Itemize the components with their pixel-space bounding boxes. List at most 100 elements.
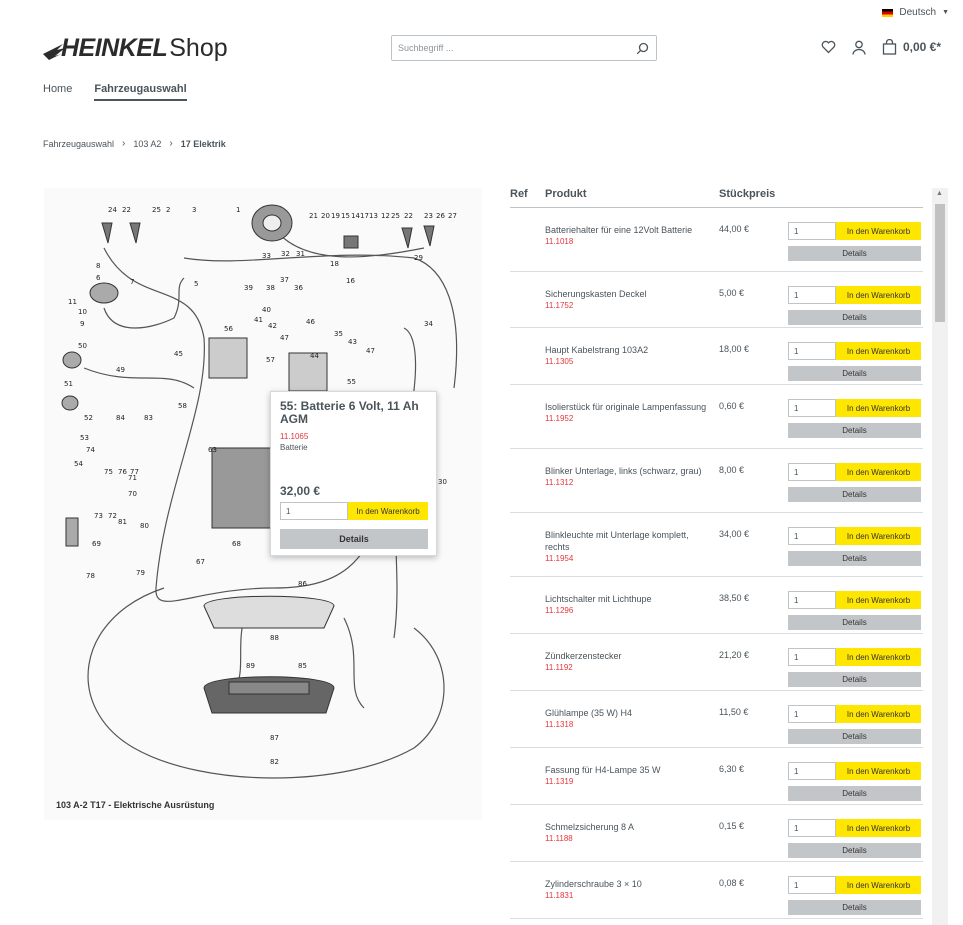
scrollbar-thumb[interactable]	[935, 204, 945, 322]
quantity-input[interactable]	[788, 705, 836, 723]
product-number[interactable]: 11.1752	[545, 301, 574, 310]
product-number[interactable]: 11.1305	[545, 357, 574, 366]
quantity-input[interactable]	[788, 648, 836, 666]
quantity-input[interactable]	[788, 591, 836, 609]
nav-fahrzeugauswahl[interactable]: Fahrzeugauswahl	[94, 83, 187, 101]
quantity-input[interactable]	[788, 762, 836, 780]
quantity-input[interactable]	[788, 876, 836, 894]
product-name[interactable]: Zündkerzenstecker 11.1192	[545, 650, 713, 674]
product-title[interactable]: Schmelzsicherung 8 A	[545, 822, 635, 832]
details-button[interactable]: Details	[788, 843, 921, 858]
chevron-down-icon: ▼	[942, 9, 949, 16]
product-name[interactable]: Zylinderschraube 3 × 10 11.1831	[545, 878, 713, 902]
add-to-cart-button[interactable]: In den Warenkorb	[836, 762, 921, 780]
quantity-input[interactable]	[788, 342, 836, 360]
product-title[interactable]: Blinkleuchte mit Unterlage komplett, rec…	[545, 530, 689, 552]
details-button[interactable]: Details	[788, 423, 921, 438]
product-number[interactable]: 11.1188	[545, 834, 573, 843]
details-button[interactable]: Details	[788, 786, 921, 801]
product-number[interactable]: 11.1296	[545, 606, 574, 615]
product-number[interactable]: 11.1831	[545, 891, 574, 900]
product-number[interactable]: 11.1018	[545, 237, 574, 246]
product-title[interactable]: Haupt Kabelstrang 103A2	[545, 345, 649, 355]
quantity-input[interactable]	[788, 463, 836, 481]
details-button[interactable]: Details	[788, 551, 921, 566]
product-number[interactable]: 11.1312	[545, 478, 574, 487]
product-number[interactable]: 11.1952	[545, 414, 574, 423]
cart-button[interactable]: 0,00 €*	[882, 39, 941, 55]
quantity-input[interactable]	[788, 399, 836, 417]
product-name[interactable]: Blinkleuchte mit Unterlage komplett, rec…	[545, 529, 713, 565]
product-title[interactable]: Batteriehalter für eine 12Volt Batterie	[545, 225, 693, 235]
details-button[interactable]: Details	[788, 672, 921, 687]
product-name[interactable]: Batteriehalter für eine 12Volt Batterie 1…	[545, 224, 713, 248]
add-to-cart-button[interactable]: In den Warenkorb	[836, 222, 921, 240]
product-title[interactable]: Fassung für H4-Lampe 35 W	[545, 765, 661, 775]
add-to-cart-button[interactable]: In den Warenkorb	[836, 819, 921, 837]
product-title[interactable]: Blinker Unterlage, links (schwarz, grau)	[545, 466, 702, 476]
svg-text:78: 78	[86, 572, 95, 580]
product-price: 0,15 €	[719, 821, 745, 831]
add-to-cart-button[interactable]: In den Warenkorb	[836, 399, 921, 417]
product-title[interactable]: Sicherungskasten Deckel	[545, 289, 647, 299]
search-input[interactable]	[392, 36, 628, 60]
add-to-cart-button[interactable]: In den Warenkorb	[836, 591, 921, 609]
breadcrumb-item-fahrzeugauswahl[interactable]: Fahrzeugauswahl	[43, 138, 115, 149]
svg-text:26: 26	[436, 212, 445, 220]
popup-details-button[interactable]: Details	[280, 529, 428, 549]
product-title[interactable]: Zylinderschraube 3 × 10	[545, 879, 642, 889]
wishlist-heart-icon[interactable]	[821, 40, 836, 54]
product-name[interactable]: Isolierstück für originale Lampenfassung…	[545, 401, 713, 425]
details-button[interactable]: Details	[788, 246, 921, 261]
language-selector[interactable]: Deutsch ▼	[882, 7, 949, 18]
quantity-input[interactable]	[788, 819, 836, 837]
account-user-icon[interactable]	[852, 40, 866, 55]
details-button[interactable]: Details	[788, 487, 921, 502]
add-to-cart-button[interactable]: In den Warenkorb	[836, 463, 921, 481]
add-to-cart-button[interactable]: In den Warenkorb	[836, 527, 921, 545]
product-title[interactable]: Glühlampe (35 W) H4	[545, 708, 633, 718]
quantity-input[interactable]	[788, 527, 836, 545]
svg-text:2: 2	[166, 206, 170, 214]
svg-text:11: 11	[68, 298, 77, 306]
details-button[interactable]: Details	[788, 900, 921, 915]
product-name[interactable]: Glühlampe (35 W) H4 11.1318	[545, 707, 713, 731]
product-name[interactable]: Fassung für H4-Lampe 35 W 11.1319	[545, 764, 713, 788]
breadcrumb-item-103a2[interactable]: 103 A2	[133, 138, 162, 149]
nav-home[interactable]: Home	[43, 83, 73, 95]
popup-part-number[interactable]: 11.1065	[280, 432, 309, 441]
add-to-cart-button[interactable]: In den Warenkorb	[836, 705, 921, 723]
details-button[interactable]: Details	[788, 729, 921, 744]
product-title[interactable]: Isolierstück für originale Lampenfassung	[545, 402, 707, 412]
shop-logo[interactable]: HEINKEL Shop	[43, 28, 228, 62]
product-name[interactable]: Lichtschalter mit Lichthupe 11.1296	[545, 593, 713, 617]
scroll-up-icon[interactable]: ▲	[936, 190, 943, 197]
scrollbar[interactable]: ▲	[932, 188, 948, 925]
product-name[interactable]: Sicherungskasten Deckel 11.1752	[545, 288, 713, 312]
product-number[interactable]: 11.1192	[545, 663, 573, 672]
quantity-input[interactable]	[788, 222, 836, 240]
add-to-cart-button[interactable]: In den Warenkorb	[836, 648, 921, 666]
details-button[interactable]: Details	[788, 615, 921, 630]
add-to-cart-button[interactable]: In den Warenkorb	[836, 342, 921, 360]
svg-text:44: 44	[310, 352, 319, 360]
product-title[interactable]: Lichtschalter mit Lichthupe	[545, 594, 652, 604]
search-button[interactable]	[628, 36, 656, 60]
popup-quantity-input[interactable]	[280, 502, 348, 520]
details-button[interactable]: Details	[788, 310, 921, 325]
product-number[interactable]: 11.1954	[545, 554, 574, 563]
add-to-cart-button[interactable]: In den Warenkorb	[836, 286, 921, 304]
product-name[interactable]: Schmelzsicherung 8 A 11.1188	[545, 821, 713, 845]
product-name[interactable]: Blinker Unterlage, links (schwarz, grau)…	[545, 465, 713, 489]
quantity-input[interactable]	[788, 286, 836, 304]
product-number[interactable]: 11.1318	[545, 720, 574, 729]
details-button[interactable]: Details	[788, 366, 921, 381]
product-title[interactable]: Zündkerzenstecker	[545, 651, 622, 661]
add-to-cart-button[interactable]: In den Warenkorb	[836, 876, 921, 894]
product-name[interactable]: Haupt Kabelstrang 103A2 11.1305	[545, 344, 713, 368]
product-number[interactable]: 11.1319	[545, 777, 574, 786]
logo-shop: Shop	[169, 34, 228, 62]
popup-add-to-cart-button[interactable]: In den Warenkorb	[348, 502, 428, 520]
